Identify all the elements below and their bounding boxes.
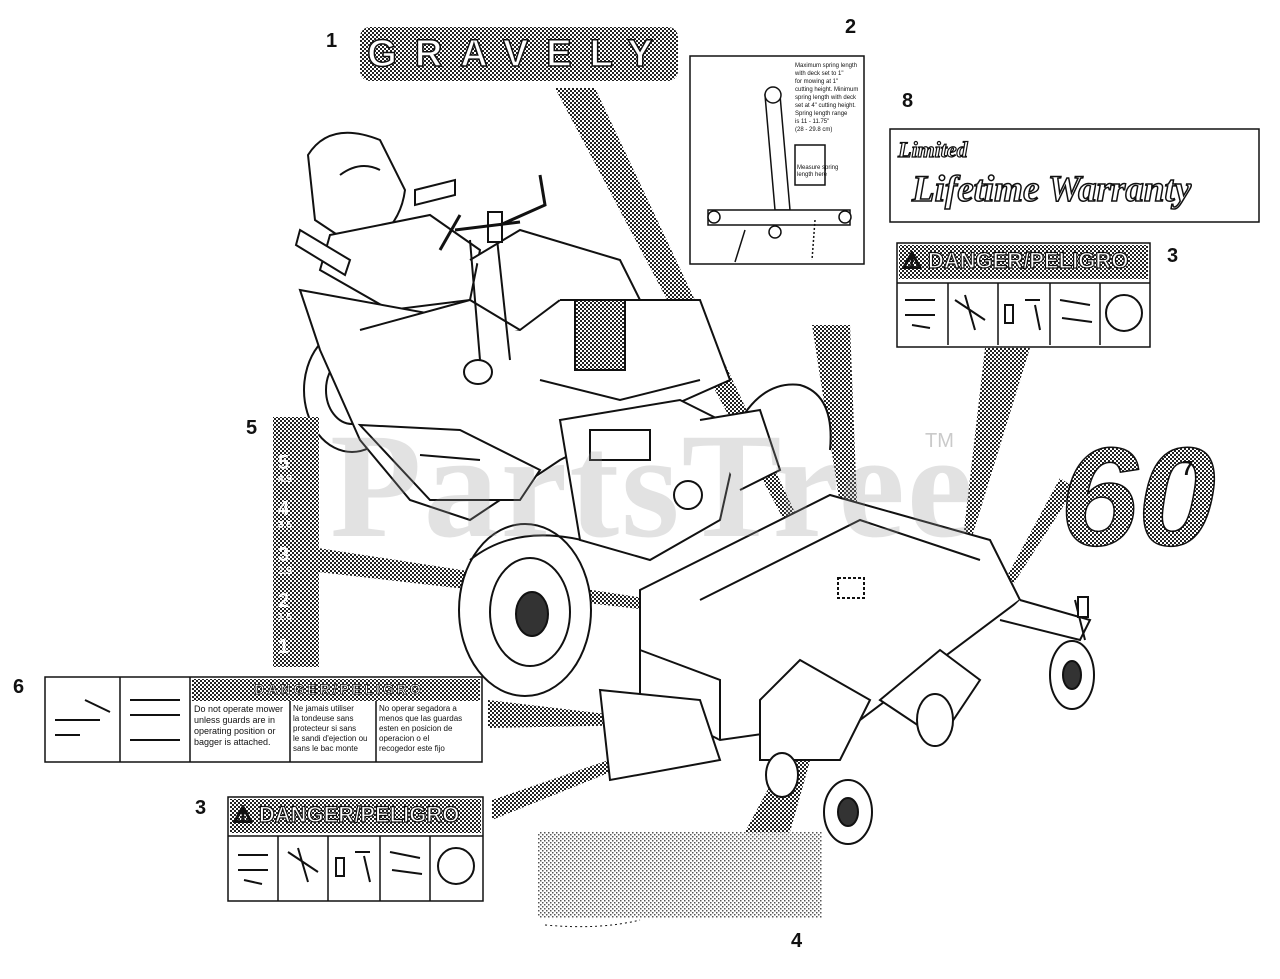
guard-spanish-line: recogedor este fijo — [379, 744, 445, 753]
scale-mark: 3.5 — [278, 520, 292, 531]
guard-english-line: Do not operate mower — [194, 704, 284, 714]
callout-8: 8 — [902, 90, 914, 112]
scale-mark: 5 — [278, 452, 290, 474]
decal-guard-english: Do not operate mower unless guards are i… — [194, 704, 288, 748]
scale-mark: 2 — [278, 590, 290, 612]
decal-spring-adjust — [689, 55, 865, 265]
height-scale-marks: 5 4.5 4 3.5 3 2.5 2 1.5 1 — [278, 452, 318, 658]
decal-height-scale — [273, 417, 319, 667]
decal-spring-text: Maximum spring length with deck set to 1… — [795, 62, 861, 134]
operator-seat — [294, 131, 482, 312]
decal-danger-bottom-header: ⚠ DANGER/PELIGRO — [233, 802, 481, 828]
guard-spanish-line: esten en posicion de — [379, 724, 453, 733]
decal-danger-top-header: ⚠ DANGER/PELIGRO — [902, 248, 1148, 274]
leader-3-top — [962, 348, 1030, 550]
guard-english-line: unless guards are in — [194, 715, 276, 725]
callout-1: 1 — [326, 30, 338, 52]
warning-triangle-icon: ⚠ — [902, 248, 922, 274]
callout-6: 6 — [13, 676, 25, 698]
scale-mark: 4.5 — [278, 474, 292, 485]
decal-guard-french: Ne jamais utiliser la tondeuse sans prot… — [293, 704, 375, 754]
callout-4: 4 — [791, 930, 803, 952]
spring-line: with deck set to 1" — [795, 71, 844, 77]
decal-60: 60 — [1059, 417, 1216, 576]
spring-line: Maximum spring length — [795, 63, 858, 69]
spring-line: cutting height. Minimum — [795, 87, 859, 93]
scale-mark: 1.5 — [278, 612, 292, 623]
spring-line: for mowing at 1" — [795, 79, 839, 85]
pictogram-marks — [55, 294, 1143, 885]
decal-warranty-limited: Limited — [897, 136, 968, 162]
decal-danger-bottom — [227, 796, 484, 902]
mower-deck — [598, 493, 1092, 782]
spring-line: spring length with deck — [795, 95, 857, 101]
guard-french-line: protecteur si sans — [293, 724, 357, 733]
decal-spring-box-label: Measure spring length here — [797, 165, 839, 179]
spring-line: set at 4" cutting height. — [795, 103, 856, 109]
steering-levers — [438, 174, 547, 251]
scale-mark: 3 — [278, 544, 290, 566]
scale-mark: 4 — [278, 498, 290, 520]
engine — [558, 398, 782, 562]
spring-box-line: Measure spring — [797, 165, 839, 171]
decal-danger-top — [896, 242, 1151, 348]
decal-warranty-frame — [889, 128, 1260, 223]
scale-mark: 1 — [278, 636, 290, 658]
warning-triangle-icon: ⚠ — [233, 802, 253, 828]
danger-header-text: DANGER/PELIGRO — [258, 802, 460, 828]
guard-english-line: bagger is attached. — [194, 737, 271, 747]
guard-english-line: operating position or — [194, 726, 276, 736]
guard-spanish-line: No operar segadora a — [379, 704, 457, 713]
callout-2: 2 — [845, 16, 857, 38]
leader-6 — [488, 700, 640, 728]
decal-guard-spanish: No operar segadora a menos que las guard… — [379, 704, 479, 754]
callout-5: 5 — [246, 417, 258, 439]
caster-wheels — [765, 596, 1095, 845]
spring-line: (28 - 29.8 cm) — [795, 127, 833, 133]
danger-header-text: DANGER/PELIGRO — [927, 248, 1129, 274]
guard-french-line: la tondeuse sans — [293, 714, 354, 723]
spring-line: Spring length range — [795, 111, 848, 117]
callout-3-bottom: 3 — [195, 797, 207, 819]
decal-guard-warning — [44, 676, 483, 763]
spring-box-line: length here — [797, 172, 828, 178]
partstree-watermark: PartsTree — [330, 403, 976, 569]
callout-7: 7 — [1182, 458, 1194, 480]
guard-french-line: Ne jamais utiliser — [293, 704, 354, 713]
decal-gravely — [360, 27, 678, 81]
guard-french-line: le sandi d'ejection ou — [293, 734, 368, 743]
leader-7 — [1005, 478, 1075, 586]
mower-body — [298, 211, 732, 522]
decal-gravely-text: GRAVELY — [367, 32, 671, 76]
scale-mark: 2.5 — [278, 566, 292, 577]
decal-60-text: 60 — [1060, 418, 1216, 575]
decal-guard-header: DANGER/PELIGRO — [254, 681, 424, 698]
decal-warranty-lifetime: Lifetime Warranty — [911, 168, 1192, 211]
decal-4-plate — [538, 832, 822, 928]
guard-spanish-line: operacion o el — [379, 734, 430, 743]
spring-line: is 11 - 11.75" — [795, 119, 830, 125]
rear-tire-right — [458, 523, 601, 697]
guard-french-line: sans le bac monte — [293, 744, 358, 753]
callout-3-top: 3 — [1167, 245, 1179, 267]
watermark-tm: TM — [925, 430, 954, 452]
guard-spanish-line: menos que las guardas — [379, 714, 463, 723]
